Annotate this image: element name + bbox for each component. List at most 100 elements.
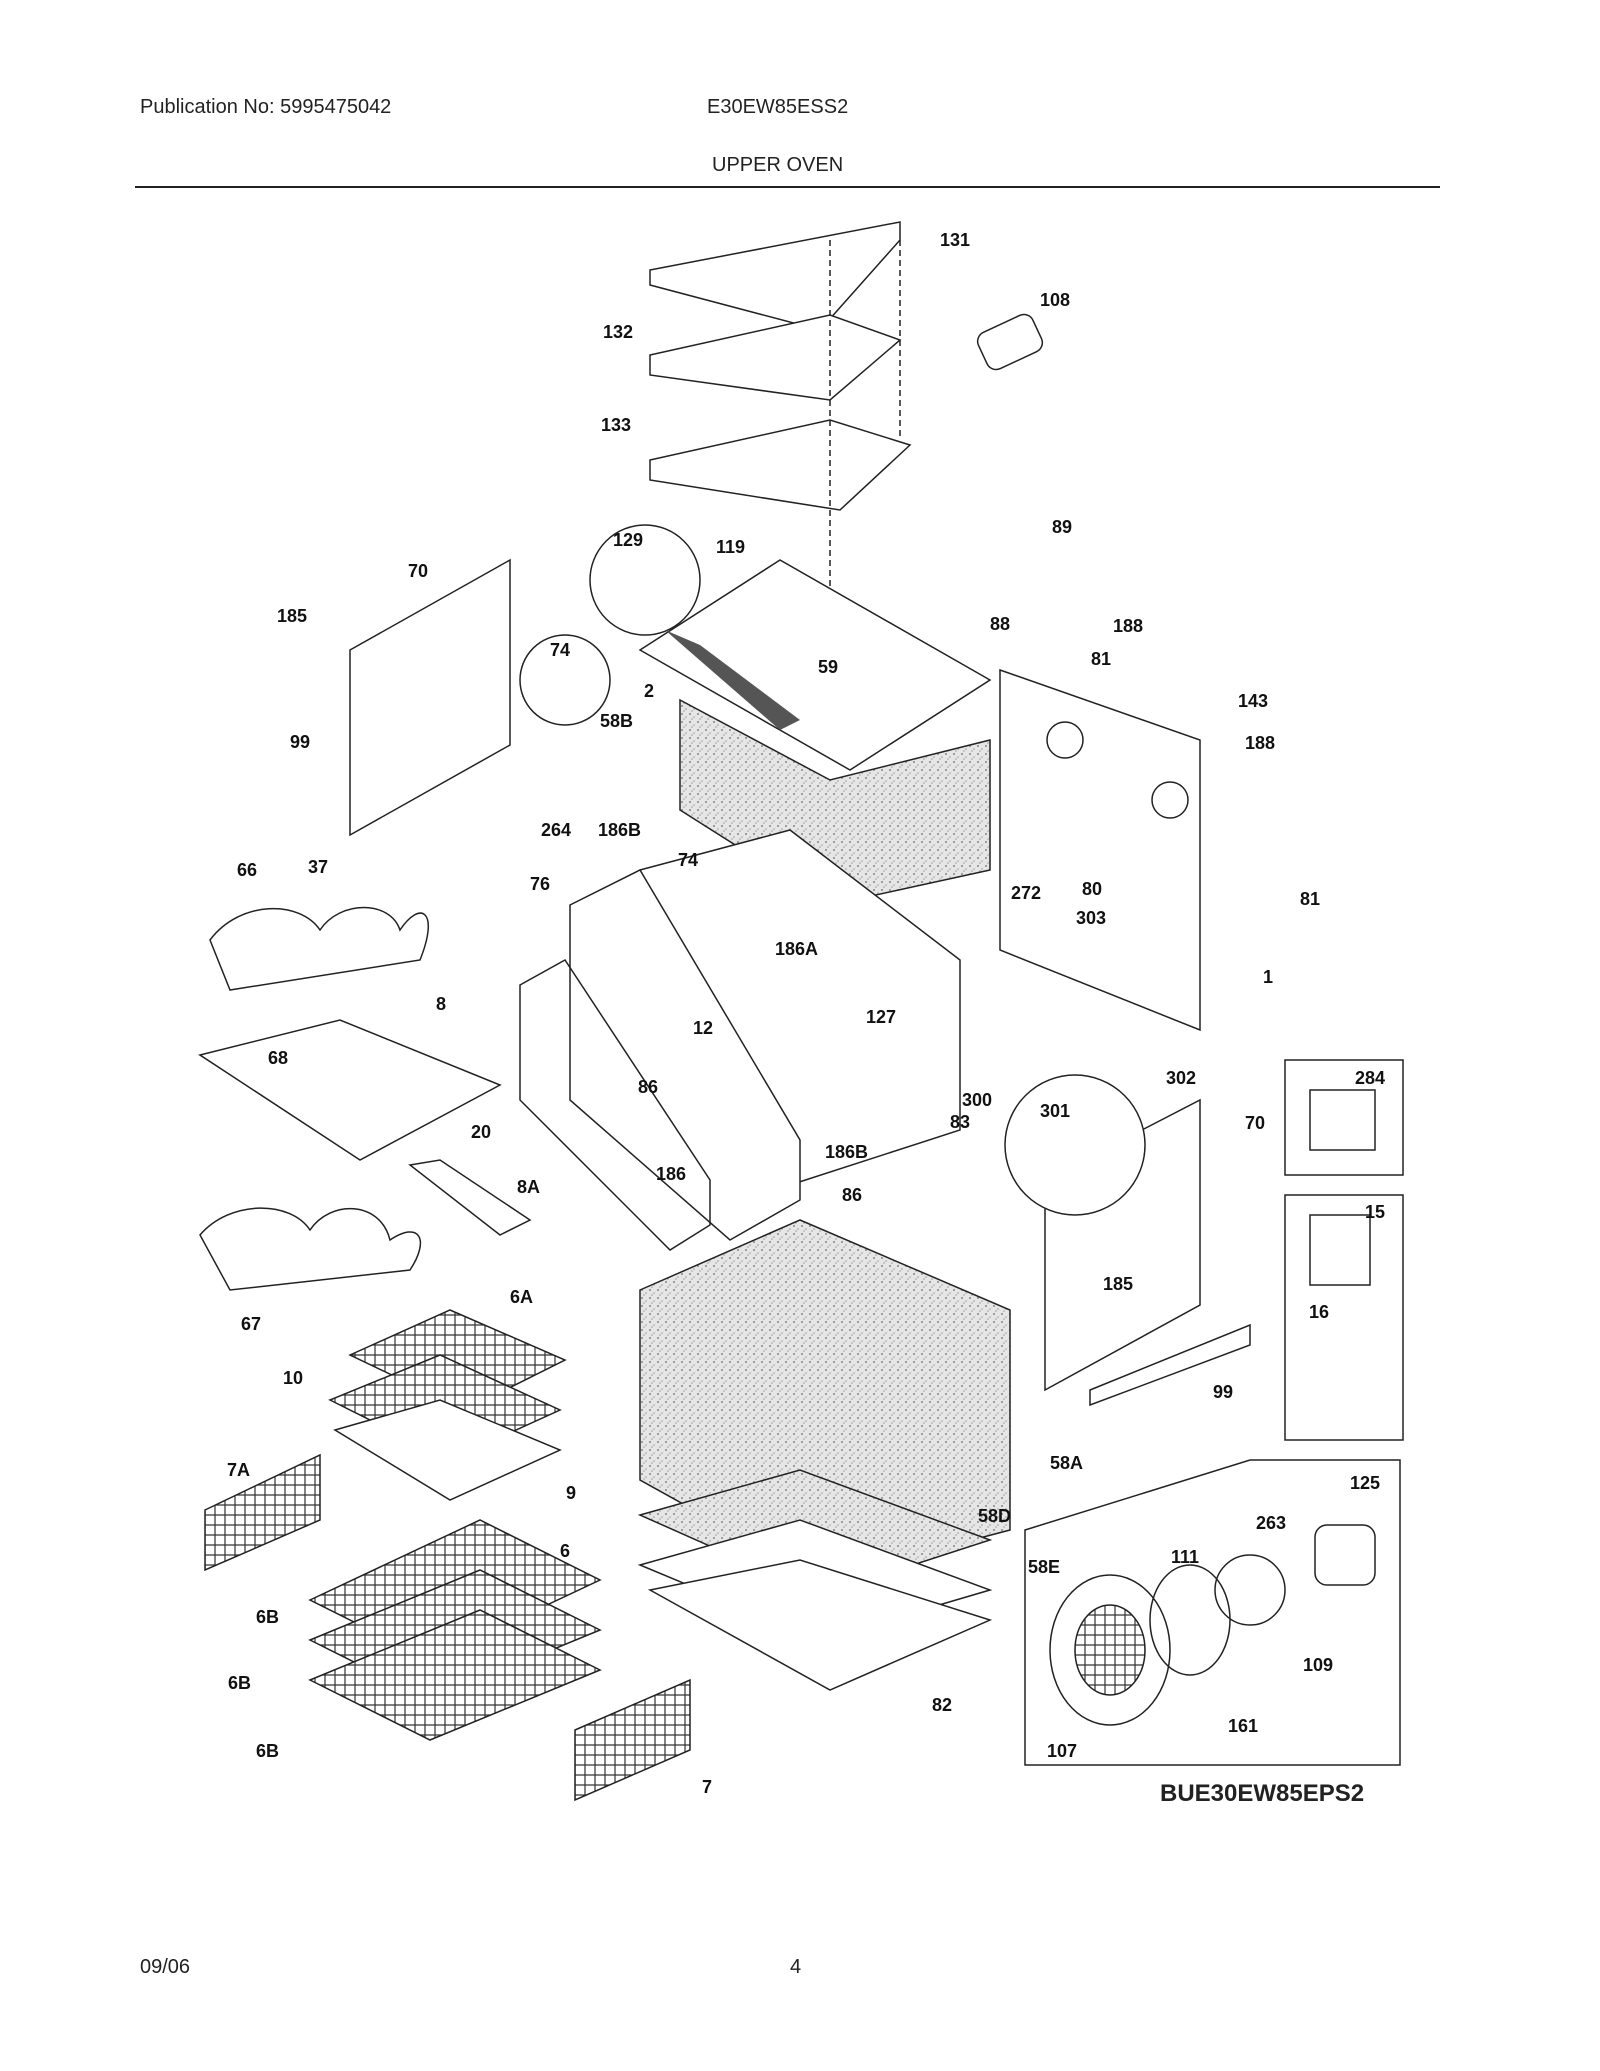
detail-box-convection-fan xyxy=(1024,1459,1401,1766)
rack-guide-7 xyxy=(574,1678,691,1802)
broiler-pan-9 xyxy=(333,1399,562,1501)
callout-20: 20 xyxy=(471,1122,491,1142)
detail-box-15 xyxy=(1284,1194,1404,1441)
callout-125: 125 xyxy=(1350,1473,1380,1493)
callout-80: 80 xyxy=(1082,879,1102,899)
callout-111: 111 xyxy=(1171,1547,1199,1567)
callout-127: 127 xyxy=(866,1007,896,1027)
callout-6B-1: 6B xyxy=(256,1607,279,1627)
front-frame-76 xyxy=(569,869,801,1241)
callout-302: 302 xyxy=(1166,1068,1196,1088)
callout-8: 8 xyxy=(436,994,446,1014)
diagram-code: BUE30EW85EPS2 xyxy=(1160,1780,1365,1807)
cooling-fan-108 xyxy=(976,313,1044,371)
model-number: E30EW85ESS2 xyxy=(707,96,849,118)
callout-1: 1 xyxy=(1263,967,1273,987)
callout-186A: 186A xyxy=(775,939,818,959)
callout-70-left: 70 xyxy=(408,561,428,581)
callout-186B-bottom: 186B xyxy=(825,1142,868,1162)
callout-272: 272 xyxy=(1011,883,1041,903)
callout-264: 264 xyxy=(541,820,571,840)
callout-74-mid: 74 xyxy=(678,850,698,870)
callout-37: 37 xyxy=(308,857,328,877)
footer-date: 09/06 xyxy=(140,1956,191,1978)
bottom-82 xyxy=(647,1559,993,1691)
callout-labels: 131 108 132 133 129 119 89 70 185 74 88 … xyxy=(227,230,1385,1797)
callout-185-top: 185 xyxy=(277,606,307,626)
callout-89: 89 xyxy=(1052,517,1072,537)
callout-109: 109 xyxy=(1303,1655,1333,1675)
callout-133: 133 xyxy=(601,415,631,435)
motor-125 xyxy=(1314,1524,1376,1586)
callout-81-top: 81 xyxy=(1091,649,1111,669)
top-panel-133 xyxy=(649,419,912,511)
fan-blade-109 xyxy=(1214,1554,1286,1626)
callout-186B-top: 186B xyxy=(598,820,641,840)
callout-74-top: 74 xyxy=(550,640,570,660)
callout-59: 59 xyxy=(818,657,838,677)
callout-86-bottom: 86 xyxy=(842,1185,862,1205)
callout-83: 83 xyxy=(950,1112,970,1132)
callout-7: 7 xyxy=(702,1777,712,1797)
section-title: UPPER OVEN xyxy=(712,154,844,176)
callout-188-right: 188 xyxy=(1245,733,1275,753)
rack-6B-2 xyxy=(308,1609,602,1741)
callout-303: 303 xyxy=(1076,908,1106,928)
rack-guide-7A xyxy=(204,1453,321,1572)
callout-263: 263 xyxy=(1256,1513,1286,1533)
callout-185-bottom: 185 xyxy=(1103,1274,1133,1294)
callout-161: 161 xyxy=(1228,1716,1258,1736)
screw-detail-74 xyxy=(519,634,611,726)
callout-284: 284 xyxy=(1355,1068,1385,1088)
relay-284 xyxy=(1309,1089,1376,1151)
rail-99 xyxy=(1089,1323,1251,1407)
callout-129: 129 xyxy=(613,530,643,550)
callout-107: 107 xyxy=(1047,1741,1077,1761)
callout-58B: 58B xyxy=(600,711,633,731)
callout-6: 6 xyxy=(560,1541,570,1561)
callout-88: 88 xyxy=(990,614,1010,634)
callout-6A: 6A xyxy=(510,1287,533,1307)
callout-9: 9 xyxy=(566,1483,576,1503)
callout-58E: 58E xyxy=(1028,1557,1060,1577)
fan-ring-161 xyxy=(1149,1564,1231,1676)
top-panel-131 xyxy=(649,221,901,331)
callout-2: 2 xyxy=(644,681,654,701)
parts-drawing xyxy=(198,221,1404,1802)
page-number: 4 xyxy=(790,1956,802,1978)
callout-119: 119 xyxy=(716,537,745,557)
callout-76: 76 xyxy=(530,874,550,894)
callout-8A: 8A xyxy=(517,1177,540,1197)
bracket-8A xyxy=(408,1159,532,1236)
callout-67: 67 xyxy=(241,1314,261,1334)
callout-99-left: 99 xyxy=(290,732,310,752)
gasket-20 xyxy=(519,959,711,1251)
callout-12: 12 xyxy=(693,1018,713,1038)
broil-pan-8 xyxy=(198,1019,502,1161)
callout-70-right: 70 xyxy=(1245,1113,1265,1133)
callout-82: 82 xyxy=(932,1695,952,1715)
callout-186: 186 xyxy=(656,1164,686,1184)
back-panel-1 xyxy=(999,668,1201,1032)
callout-16: 16 xyxy=(1309,1302,1329,1322)
callout-99-right: 99 xyxy=(1213,1382,1233,1402)
callout-6B-3: 6B xyxy=(256,1741,279,1761)
callout-188-top: 188 xyxy=(1113,616,1143,636)
callout-132: 132 xyxy=(603,322,633,342)
callout-301: 301 xyxy=(1040,1101,1070,1121)
sensor-15 xyxy=(1309,1214,1371,1286)
spring-detail-129 xyxy=(589,524,701,636)
callout-58D: 58D xyxy=(978,1506,1011,1526)
callout-81-right: 81 xyxy=(1300,889,1320,909)
publication-number: Publication No: 5995475042 xyxy=(140,96,392,118)
top-panel-132 xyxy=(649,314,902,401)
callout-58A: 58A xyxy=(1050,1453,1083,1473)
callout-66: 66 xyxy=(237,860,257,880)
callout-7A: 7A xyxy=(227,1460,250,1480)
callout-300: 300 xyxy=(962,1090,992,1110)
callout-68: 68 xyxy=(268,1048,288,1068)
bake-element-67 xyxy=(199,1207,421,1291)
side-panel-70-left xyxy=(349,558,511,837)
callout-86-mid: 86 xyxy=(638,1077,658,1097)
